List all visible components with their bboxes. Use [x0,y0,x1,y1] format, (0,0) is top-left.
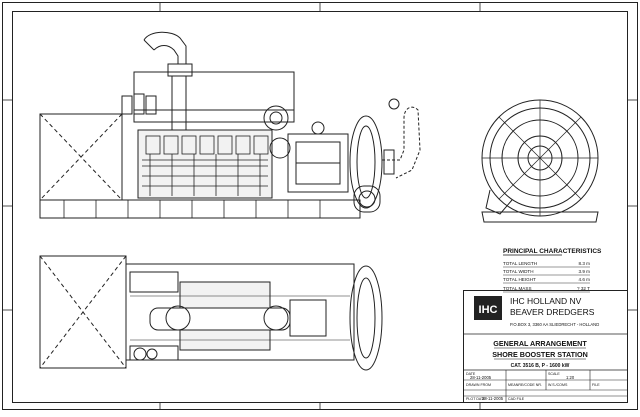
suction-pipe [382,106,421,179]
exhaust-bend [143,31,187,64]
char-value-length: 8.3 m [579,261,591,266]
char-label-height: TOTAL HEIGHT [503,277,536,282]
company-division: BEAVER DREDGERS [510,307,595,317]
side-elevation-view [39,31,421,219]
drawing-title-2: SHORE BOOSTER STATION [492,350,588,359]
char-label-length: TOTAL LENGTH [503,261,537,266]
diesel-engine [137,129,273,199]
company-address: P.O.BOX 3, 3360 AA SLIEDRECHT - HOLLAND [510,322,599,327]
pump-volute [349,115,383,209]
plan-pump-volute [349,265,383,371]
code-nr-label: MEANRE/CODE NR. [508,383,542,387]
plan-engine-top [179,281,271,309]
file-label: FILE [592,383,600,387]
company-name: IHC HOLLAND NV [510,296,582,306]
plan-manifold [149,307,291,331]
plot-date-value: 28-11-2005 [482,396,504,401]
logo-text: IHC [479,304,498,316]
char-label-width: TOTAL WIDTH [503,269,534,274]
title-block: IHC IHC HOLLAND NV BEAVER DREDGERS P.O.B… [463,290,628,403]
exhaust-silencer-flange [167,63,193,77]
scale-label: SCALE [548,372,560,376]
turbocharger [263,105,289,131]
canopy-frame [133,71,295,123]
base-frame [39,199,361,219]
plan-view [39,255,383,371]
ihc-logo [474,296,502,320]
drawing-subtitle: CAT. 3516 B, P - 1600 kW [511,363,570,369]
coms-label: W.S./COMS [548,383,568,387]
characteristics-title: PRINCIPAL CHARACTERISTICS [503,248,602,255]
plan-exhaust-outlet [165,305,191,331]
end-view-pump [481,99,599,223]
drawing-title-1: GENERAL ARRANGEMENT [493,339,587,348]
date-value: 28-11-2005 [470,375,492,380]
char-label-mass: TOTAL MASS [503,286,532,291]
border-tick-marks [2,2,638,410]
cad-file-label: CAD FILE [508,397,525,401]
drawn-from-label: DRAWN FROM [466,383,491,387]
char-value-height: 4.6 m [579,277,591,282]
characteristics-table: PRINCIPAL CHARACTERISTICS TOTAL LENGTH 8… [503,248,602,293]
date-label: DATE [466,372,476,376]
scale-value: 1:20 [566,375,575,380]
char-value-width: 3.9 m [579,269,591,274]
plot-date-label: PLOT DATE [466,397,486,401]
char-value-mass: ? 32 T [577,286,590,291]
plan-base-frame [125,263,355,361]
